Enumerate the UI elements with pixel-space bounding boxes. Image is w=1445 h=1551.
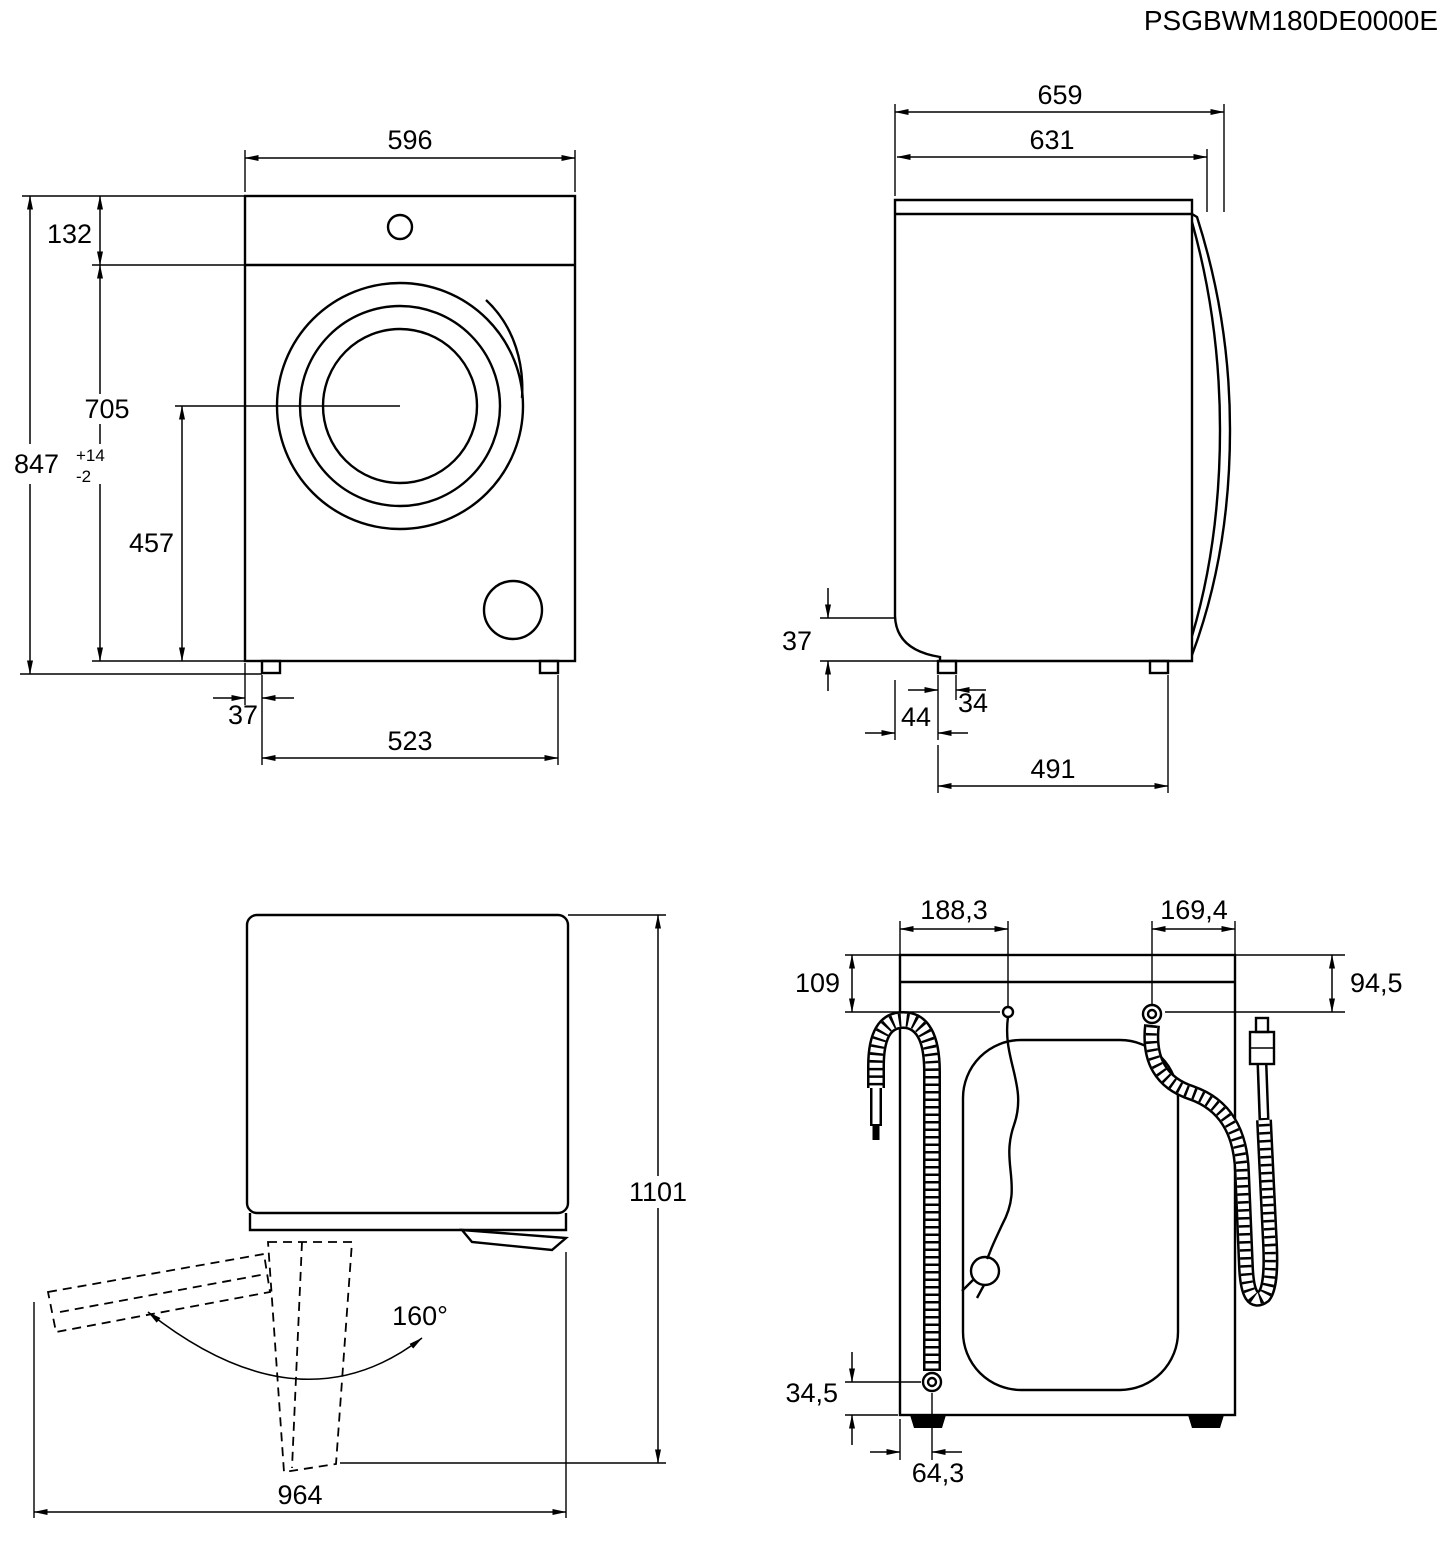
dim-cord-offset-left: 188,3 — [920, 895, 988, 925]
dim-drain-offset-bottom: 34,5 — [785, 1378, 838, 1408]
door-swing-arrow — [147, 1311, 423, 1381]
filter-cover — [482, 579, 544, 641]
label-background — [614, 1176, 702, 1208]
dim-depth-body: 631 — [1029, 125, 1074, 155]
dim-inlet-offset-top: 94,5 — [1350, 968, 1403, 998]
inlet-hose-fill — [1145, 1024, 1276, 1305]
front-right-foot — [538, 659, 560, 675]
front-view: 596 132 705 847 +14 -2 457 37 523 — [12, 125, 577, 765]
side-body-outline — [893, 198, 1194, 663]
drain-outlet-fitting — [921, 1371, 943, 1393]
dim-depth-total: 659 — [1037, 80, 1082, 110]
dim-drain-offset-left: 64,3 — [912, 1458, 965, 1488]
plug-body — [969, 1255, 1001, 1287]
inlet-fitting — [1141, 1003, 1163, 1025]
dim-foot-front-offset: 44 — [901, 702, 931, 732]
rear-view: 188,3 169,4 109 94,5 34,5 64,3 — [785, 895, 1402, 1488]
power-cord — [988, 1016, 1020, 1253]
door-position-open — [46, 1252, 272, 1334]
dim-drum-center: 457 — [129, 528, 174, 558]
dim-door-angle: 160° — [392, 1301, 448, 1331]
side-front-foot — [936, 659, 958, 675]
dim-total-height: 847 — [14, 449, 59, 479]
rear-left-foot — [910, 1415, 946, 1428]
door-position-down — [267, 1241, 353, 1474]
dim-height-door-open: 1101 — [629, 1177, 687, 1207]
label-background — [12, 444, 114, 484]
dim-feet-spacing-side: 491 — [1030, 754, 1075, 784]
program-knob — [386, 213, 414, 241]
door-lip — [459, 1228, 569, 1252]
inlet-hose-connector-cap — [1254, 1016, 1270, 1034]
drain-hose-fill — [869, 1013, 939, 1371]
drain-outlet-fitting-inner — [926, 1376, 938, 1388]
dim-body-height: 705 — [84, 394, 129, 424]
dim-feet-spacing-front: 523 — [387, 726, 432, 756]
side-rear-foot — [1148, 659, 1170, 675]
side-door-outer — [1190, 212, 1232, 656]
door-ring-detail — [485, 299, 524, 399]
label-background — [74, 394, 140, 424]
rear-drum-outline — [961, 1038, 1180, 1392]
rear-right-foot — [1188, 1415, 1224, 1428]
dim-foot-inset: 37 — [228, 700, 258, 730]
dim-depth-door-open: 964 — [277, 1480, 322, 1510]
dim-panel-height: 132 — [47, 219, 92, 249]
dim-foot-width: 34 — [958, 688, 988, 718]
side-door-inner — [1190, 221, 1222, 637]
door-position-open-detail — [59, 1273, 267, 1313]
door-open-view: 160° 1101 964 — [33, 913, 702, 1518]
side-view: 659 631 37 34 44 491 — [782, 80, 1232, 793]
drain-hose — [867, 1010, 941, 1371]
door-position-down-detail — [291, 1241, 303, 1469]
cord-anchor — [1001, 1005, 1015, 1019]
plug-pin — [975, 1284, 986, 1299]
door-open-body — [245, 913, 570, 1215]
door-open-base-strip — [248, 1213, 568, 1232]
power-plug — [961, 1251, 1001, 1299]
dim-total-height-tol-minus: -2 — [76, 467, 91, 486]
dim-inlet-offset-right: 169,4 — [1160, 895, 1228, 925]
dim-base-recess: 37 — [782, 626, 812, 656]
part-code: PSGBWM180DE0000E — [1144, 5, 1438, 36]
dim-cord-offset-top: 109 — [795, 968, 840, 998]
plug-pin — [961, 1279, 974, 1292]
inlet-hose-end-fill — [1259, 1063, 1267, 1119]
front-left-foot — [260, 659, 282, 675]
rear-panel-outline — [898, 953, 1237, 1417]
dim-total-height-tol-plus: +14 — [76, 446, 105, 465]
inlet-fitting-inner — [1146, 1008, 1158, 1020]
front-body-outline — [243, 194, 577, 663]
dim-front-width: 596 — [387, 125, 432, 155]
